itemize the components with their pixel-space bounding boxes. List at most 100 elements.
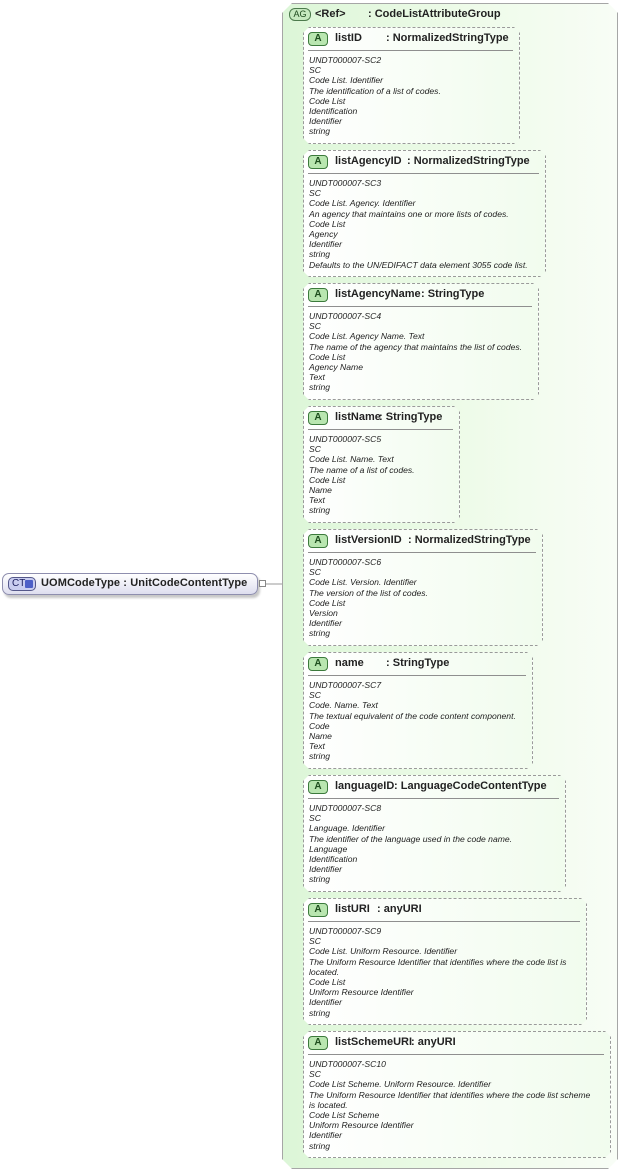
attribute-divider bbox=[308, 429, 453, 430]
documentation-line: string bbox=[309, 382, 331, 393]
documentation-line: SC bbox=[309, 65, 321, 76]
documentation-line: UNDT000007-SC8 bbox=[309, 803, 382, 813]
documentation-line: Language. Identifier bbox=[309, 823, 385, 834]
documentation-line: UNDT000007-SC5 bbox=[309, 434, 382, 444]
documentation-line: Identifier bbox=[309, 864, 342, 875]
documentation-line: Code List bbox=[309, 597, 346, 608]
attribute-separator: : bbox=[394, 780, 398, 792]
documentation-line: string bbox=[309, 628, 331, 639]
attribute-group-icon: AG bbox=[289, 8, 311, 21]
documentation-line: SC bbox=[309, 1069, 321, 1080]
documentation-line: Identifier bbox=[309, 997, 342, 1008]
attribute-name: name bbox=[335, 657, 364, 669]
attribute-type: anyURI bbox=[383, 903, 422, 915]
documentation-line: Text bbox=[309, 372, 325, 383]
attribute-type-label: : anyURI bbox=[377, 903, 422, 915]
documentation-line: string bbox=[309, 249, 331, 260]
plus-icon bbox=[25, 580, 33, 588]
documentation-line: SC bbox=[309, 444, 321, 455]
documentation-line: Code List bbox=[309, 977, 346, 988]
attribute-divider bbox=[308, 1054, 604, 1055]
attribute-type-label: : StringType bbox=[386, 657, 449, 669]
documentation-line: SC bbox=[309, 936, 321, 947]
documentation-line: Code List bbox=[309, 351, 346, 362]
documentation-line: Code bbox=[309, 720, 330, 731]
collapse-toggle-icon[interactable] bbox=[259, 580, 266, 587]
documentation-line: Agency bbox=[309, 229, 338, 240]
documentation-line: Language bbox=[309, 843, 348, 854]
attribute-type-label: : NormalizedStringType bbox=[408, 534, 531, 546]
attribute-separator: : bbox=[421, 288, 425, 300]
attribute-group-ref-label: <Ref> bbox=[315, 8, 346, 20]
attribute-type-label: : NormalizedStringType bbox=[407, 155, 530, 167]
documentation-line: string bbox=[309, 505, 331, 516]
complex-type-node[interactable]: CT UOMCodeType : UnitCodeContentType bbox=[2, 573, 258, 595]
attribute-icon: A bbox=[308, 1036, 328, 1050]
attribute-icon: A bbox=[308, 534, 328, 548]
attribute-type: LanguageCodeContentType bbox=[400, 780, 547, 792]
attribute-group-title: : CodeListAttributeGroup bbox=[368, 8, 501, 20]
attribute-name: listID bbox=[335, 32, 362, 44]
complex-type-type: UnitCodeContentType bbox=[130, 577, 248, 589]
documentation-line: Name bbox=[309, 485, 332, 496]
documentation-line: Code List. Identifier bbox=[309, 75, 384, 86]
documentation-line: Identification bbox=[309, 854, 358, 865]
documentation-line: The Uniform Resource Identifier that ide… bbox=[309, 956, 567, 967]
attribute-type-label: : LanguageCodeContentType bbox=[394, 780, 547, 792]
documentation-line: Code List Scheme. Uniform Resource. Iden… bbox=[309, 1079, 491, 1090]
documentation-line: SC bbox=[309, 690, 321, 701]
documentation-line: Code List. Uniform Resource. Identifier bbox=[309, 946, 458, 957]
attribute-divider bbox=[308, 921, 580, 922]
documentation-line: UNDT000007-SC7 bbox=[309, 680, 382, 690]
complex-type-icon: CT bbox=[8, 577, 36, 591]
documentation-line: UNDT000007-SC3 bbox=[309, 178, 382, 188]
attribute-name: listVersionID bbox=[335, 534, 402, 546]
attribute-divider bbox=[308, 50, 513, 51]
attribute-divider bbox=[308, 675, 526, 676]
documentation-line: Code List bbox=[309, 218, 346, 229]
attribute-type-label: : StringType bbox=[421, 288, 484, 300]
documentation-line: The identifier of the language used in t… bbox=[309, 833, 513, 844]
attribute-separator: : bbox=[379, 411, 383, 423]
attribute-divider bbox=[308, 552, 536, 553]
documentation-line: SC bbox=[309, 188, 321, 199]
attribute-type: anyURI bbox=[417, 1036, 456, 1048]
attribute-type: NormalizedStringType bbox=[414, 534, 531, 546]
documentation-line: Uniform Resource Identifier bbox=[309, 1120, 414, 1131]
attribute-divider bbox=[308, 306, 532, 307]
documentation-line: Defaults to the UN/EDIFACT data element … bbox=[309, 259, 528, 270]
documentation-line: Code List. Name. Text bbox=[309, 454, 394, 465]
documentation-line: Name bbox=[309, 731, 332, 742]
documentation-line: Identifier bbox=[309, 116, 342, 127]
documentation-line: Code List bbox=[309, 474, 346, 485]
documentation-line: Code List bbox=[309, 95, 346, 106]
complex-type-badge-label: CT bbox=[12, 578, 26, 589]
documentation-line: UNDT000007-SC10 bbox=[309, 1059, 386, 1069]
attribute-icon: A bbox=[308, 657, 328, 671]
attribute-separator: : bbox=[408, 534, 412, 546]
documentation-line: The name of the agency that maintains th… bbox=[309, 341, 523, 352]
documentation-line: Text bbox=[309, 741, 325, 752]
attribute-icon: A bbox=[308, 155, 328, 169]
attribute-name: listName bbox=[335, 411, 381, 423]
attribute-icon: A bbox=[308, 903, 328, 917]
attribute-separator: : bbox=[407, 155, 411, 167]
attribute-icon: A bbox=[308, 780, 328, 794]
documentation-line: Code List. Version. Identifier bbox=[309, 577, 417, 588]
documentation-line: located. bbox=[309, 966, 340, 977]
documentation-line: Version bbox=[309, 608, 338, 619]
